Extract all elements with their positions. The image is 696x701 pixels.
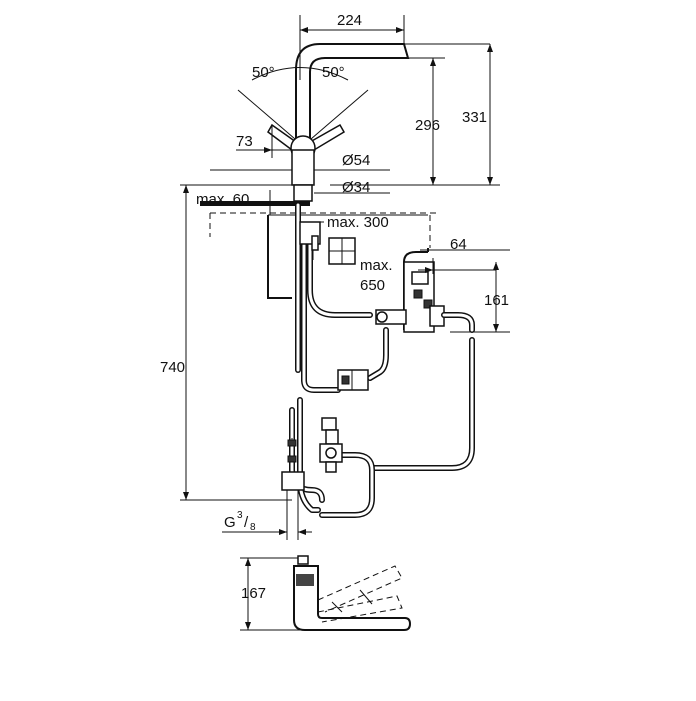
hoses [295,202,389,393]
dim-max-60: max. 60 [196,190,440,237]
thread-slash: / [244,514,249,531]
diameter-34-label: Ø34 [342,179,370,196]
thread-den-label: 8 [250,522,256,533]
dim-64-161: 64 161 [418,236,510,333]
max-650-label-2: 650 [360,277,385,294]
dim-224: 224 [299,12,405,60]
angle-left-label: 50° [252,64,275,81]
dim-73: 73 [236,125,296,158]
dim-296-label: 296 [415,117,440,134]
hose-loop [369,337,475,471]
dim-161-label: 161 [484,292,509,309]
dim-thread: G 3 / 8 [222,490,312,540]
dim-740: 740 [160,185,292,501]
dim-224-label: 224 [337,12,362,29]
max-300-label: max. 300 [327,214,389,231]
diameter-54-label: Ø54 [342,152,370,169]
dim-64-label: 64 [450,236,467,253]
dim-167-label: 167 [241,585,266,602]
max-650-label-1: max. [360,257,393,274]
dim-740-label: 740 [160,359,185,376]
lower-valve-assembly [281,397,375,518]
sink-box [267,214,431,299]
thread-g-label: G [224,514,236,531]
spout [295,43,490,175]
side-view: 167 [240,555,412,631]
control-unit [375,248,475,333]
head-connector [299,221,321,251]
dim-331-label: 331 [462,109,487,126]
max-60-label: max. 60 [196,191,249,208]
dim-pullout: max. 300 max. 650 [302,214,393,294]
faucet-body: Ø54 Ø34 [180,149,390,202]
lever-angles: 50° 50° [237,60,369,161]
angle-right-label: 50° [322,64,345,81]
dim-73-label: 73 [236,133,253,150]
inline-valve [337,369,369,391]
dim-296-331: 296 331 [330,44,500,186]
thread-num-label: 3 [237,510,243,521]
